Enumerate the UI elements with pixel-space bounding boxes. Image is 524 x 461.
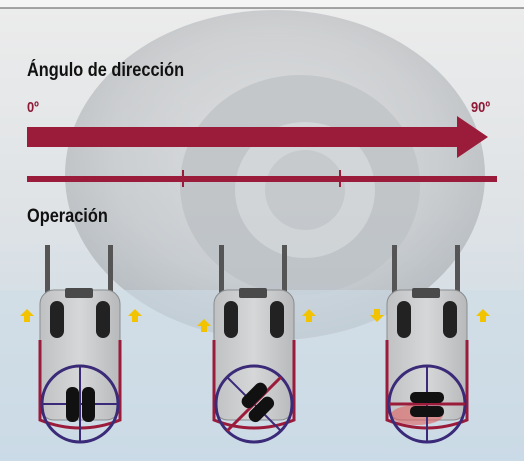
scale-tick-30 — [182, 170, 184, 187]
operation-title: Operación — [27, 206, 108, 227]
steering-angle-title: Ángulo de dirección — [27, 60, 185, 81]
steering-angle-arrow — [27, 116, 488, 158]
angle-scale-bar — [27, 170, 497, 187]
steering-diagram-straight — [20, 245, 142, 444]
steering-diagram-perpendicular — [370, 245, 490, 444]
scale-end-label: 90º — [471, 99, 491, 116]
scale-tick-60 — [339, 170, 341, 187]
scale-start-label: 0º — [27, 99, 39, 116]
steering-diagram-angled — [197, 245, 316, 444]
